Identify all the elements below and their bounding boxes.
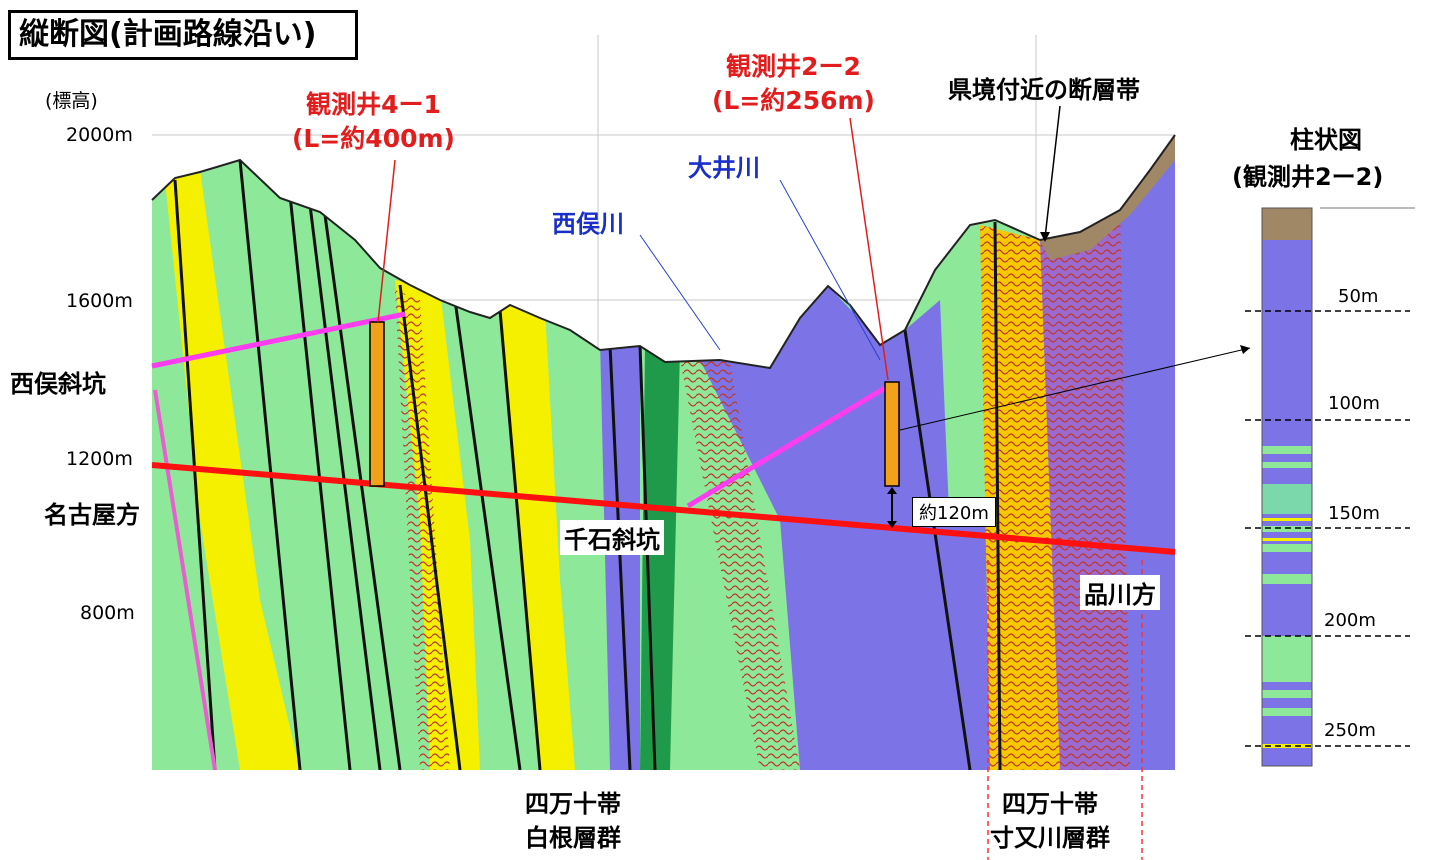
depth-50: 50m bbox=[1338, 286, 1379, 307]
depth-250: 250m bbox=[1324, 720, 1376, 741]
nishimata-shaft-label: 西俣斜坑 bbox=[10, 370, 106, 398]
well-4-1-length: (L=約400m) bbox=[292, 124, 455, 153]
direction-nagoya: 名古屋方 bbox=[40, 495, 144, 530]
depth-150: 150m bbox=[1328, 503, 1380, 524]
depth-100: 100m bbox=[1328, 393, 1380, 414]
sunomata-formation-label: 四万十帯 寸又川層群 bbox=[990, 787, 1110, 855]
well-2-2-label: 観測井2ー2 (L=約256m) bbox=[712, 50, 875, 118]
column-subtitle: (観測井2ー2) bbox=[1232, 163, 1384, 191]
nishimata-shaft-line bbox=[151, 311, 406, 369]
well-4-1-name: 観測井4ー1 bbox=[306, 90, 441, 119]
senzoku-shaft-line bbox=[686, 385, 887, 509]
well-4-1-bar bbox=[369, 321, 385, 487]
direction-shinagawa: 品川方 bbox=[1080, 575, 1160, 610]
elevation-tick-1600: 1600m bbox=[66, 290, 133, 312]
sunomata-formation-line1: 四万十帯 bbox=[1002, 790, 1098, 818]
nishimata-river-label: 西俣川 bbox=[552, 210, 624, 238]
well-4-1-label: 観測井4ー1 (L=約400m) bbox=[292, 88, 455, 156]
well-2-2-length: (L=約256m) bbox=[712, 86, 875, 115]
oi-river-label: 大井川 bbox=[688, 154, 760, 182]
elevation-tick-2000: 2000m bbox=[66, 124, 133, 146]
elevation-unit-label: (標高) bbox=[45, 90, 98, 112]
distance-label: 約120m bbox=[912, 497, 996, 527]
well-2-2-bar bbox=[884, 381, 900, 487]
fault-zone-label: 県境付近の断層帯 bbox=[948, 76, 1140, 104]
sunomata-formation-line2: 寸又川層群 bbox=[990, 824, 1110, 852]
boring-column bbox=[1245, 207, 1415, 767]
elevation-tick-800: 800m bbox=[80, 602, 135, 624]
senzoku-shaft-label: 千石斜坑 bbox=[560, 520, 664, 555]
column-title: 柱状図 bbox=[1290, 126, 1362, 154]
geology bbox=[152, 135, 1175, 770]
diagram-title: 縦断図(計画路線沿い) bbox=[8, 10, 358, 60]
elevation-tick-1200: 1200m bbox=[66, 448, 133, 470]
main-tunnel-line bbox=[151, 462, 1176, 555]
shirane-formation-line1: 四万十帯 bbox=[525, 790, 621, 818]
depth-200: 200m bbox=[1324, 610, 1376, 631]
shirane-formation-line2: 白根層群 bbox=[525, 824, 621, 852]
well-2-2-name: 観測井2ー2 bbox=[726, 52, 861, 81]
shirane-formation-label: 四万十帯 白根層群 bbox=[525, 787, 621, 855]
